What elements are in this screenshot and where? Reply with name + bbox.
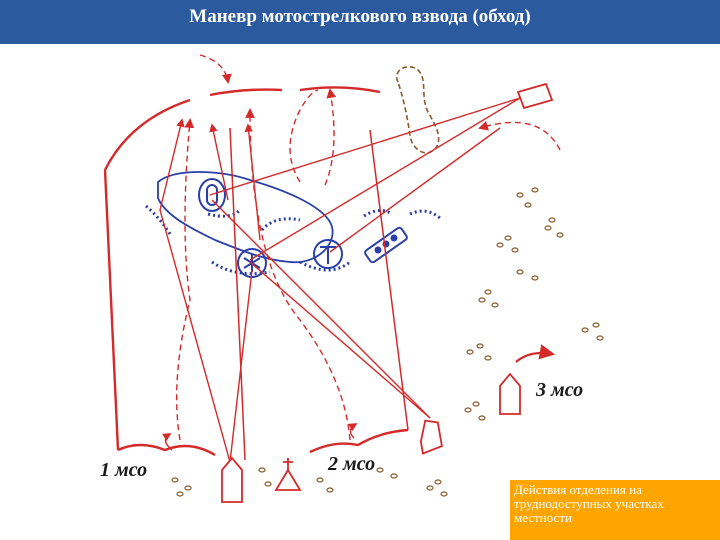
- squad-2-label: 2 мсо: [327, 453, 375, 475]
- enemy-position: [145, 171, 444, 276]
- squad-1-label: 1 мсо: [100, 459, 147, 481]
- enemy-antitank-icon: [313, 239, 343, 269]
- rough-terrain-dots: [171, 187, 604, 497]
- bmp-vehicle-icon: [221, 456, 243, 503]
- observation-post-icon: [274, 458, 302, 491]
- enemy-tank-icon: [198, 178, 226, 212]
- slide-title: Маневр мотострелкового взвода (обход): [0, 0, 720, 44]
- bmp-vehicle-icon: [419, 419, 443, 455]
- note-box: Действия отделения на труднодоступных уч…: [510, 480, 720, 540]
- bmp-vehicle-icon: [499, 372, 521, 415]
- solid-arrows: [159, 118, 556, 451]
- squad-3-label: 3 мсо: [535, 379, 583, 401]
- terrain-obstacle-icon: [395, 66, 440, 154]
- fire-lines: [159, 97, 521, 463]
- maneuver-diagram: 1 мсо 2 мсо 3 мсо: [100, 54, 604, 503]
- own-forces-lines: [103, 86, 409, 461]
- bmp-vehicle-icon: [516, 82, 554, 110]
